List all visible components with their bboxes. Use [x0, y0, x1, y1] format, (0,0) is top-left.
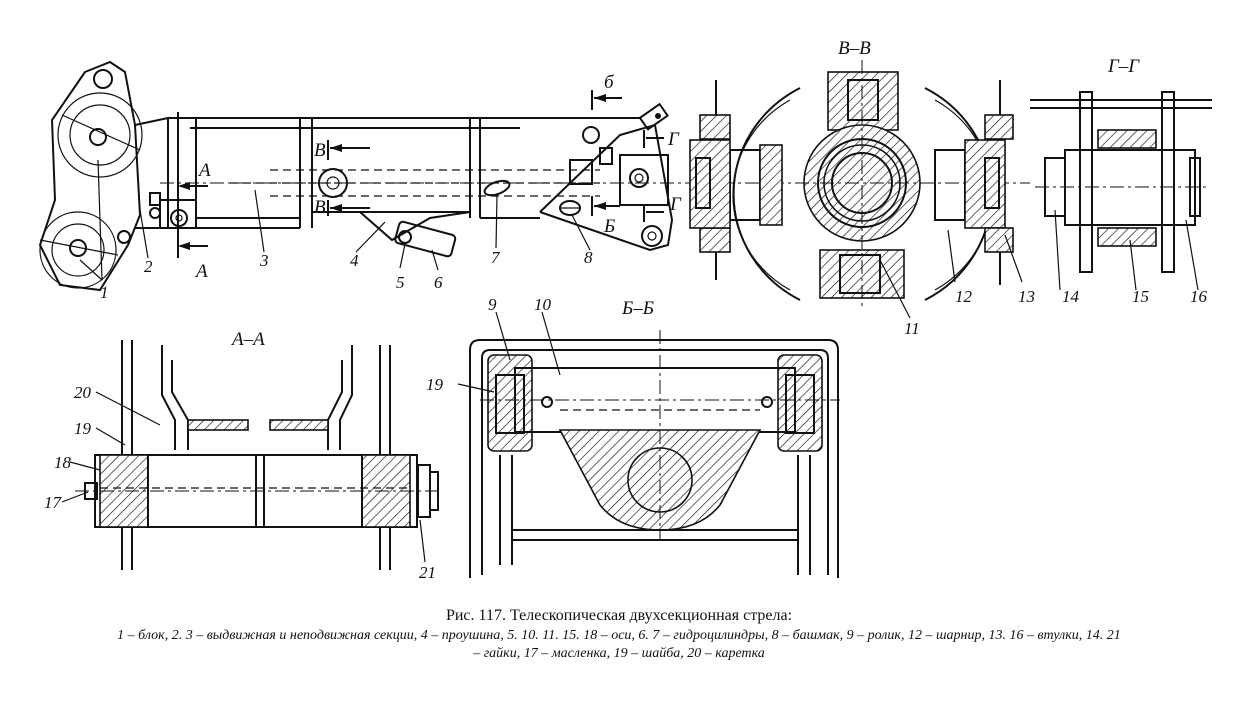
callout-13: 13	[1018, 287, 1035, 306]
cut-mark-b-top: б	[604, 72, 615, 93]
figure-caption: Рис. 117. Телескопическая двухсекционная…	[0, 605, 1238, 663]
section-a-a-title: А–А	[230, 329, 265, 350]
callout-6: 6	[434, 273, 443, 292]
callout-7: 7	[491, 248, 501, 267]
callout-21: 21	[419, 563, 436, 582]
figure-title: Рис. 117. Телескопическая двухсекционная…	[445, 607, 793, 624]
callout-4: 4	[350, 251, 359, 270]
callout-15: 15	[1132, 287, 1149, 306]
cut-mark-v-bottom: В	[314, 197, 326, 218]
figure-legend: 1 – блок, 2. 3 – выдвижная и неподвижная…	[117, 628, 1121, 661]
callout-19: 19	[74, 419, 92, 438]
callout-11: 11	[904, 319, 920, 338]
callout-8: 8	[584, 248, 593, 267]
callout-5: 5	[396, 273, 405, 292]
section-b-b: Б–Б 9 10 19	[426, 295, 840, 578]
cut-mark-v-top: В	[314, 140, 326, 161]
cut-mark-b-bottom: Б	[603, 216, 615, 237]
callout-16: 16	[1190, 287, 1208, 306]
section-g-g-title: Г–Г	[1107, 56, 1140, 77]
section-b-b-title: Б–Б	[621, 298, 654, 319]
callout-3: 3	[259, 251, 269, 270]
callout-20: 20	[74, 383, 92, 402]
callout-12: 12	[955, 287, 973, 306]
callout-19-b: 19	[426, 375, 444, 394]
callout-18: 18	[54, 453, 72, 472]
cut-mark-a-top: А	[197, 160, 211, 181]
boom-side-view: А А В В б Б Г Г 1 2 3 4 5 6 7 8	[38, 60, 690, 302]
cut-mark-a-bottom: А	[194, 261, 208, 282]
callout-2: 2	[144, 257, 153, 276]
section-v-v-title: В–В	[838, 38, 871, 59]
callout-1: 1	[100, 283, 109, 302]
section-g-g: Г–Г 14 15 16	[1030, 56, 1212, 306]
cut-mark-g-bottom: Г	[669, 194, 682, 215]
cut-mark-g-top: Г	[667, 129, 680, 150]
section-v-v: В–В 11	[689, 38, 1035, 338]
callout-9: 9	[488, 295, 497, 314]
callout-17: 17	[44, 493, 63, 512]
callout-14: 14	[1062, 287, 1080, 306]
section-a-a: А–А 20 19 18 17 21	[44, 329, 440, 582]
callout-10: 10	[534, 295, 552, 314]
